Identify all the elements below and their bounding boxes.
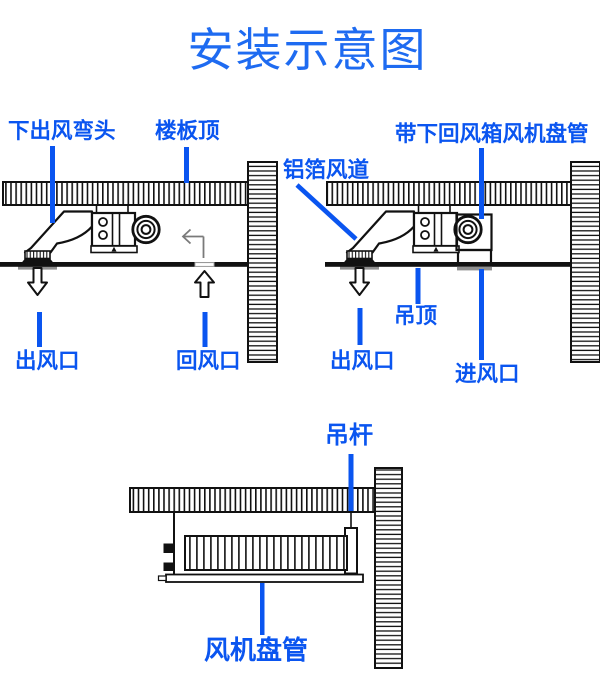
wall-column — [570, 161, 600, 363]
leader-down-outlet-elbow — [50, 146, 55, 223]
leader-aluminum-foil-duct — [295, 183, 358, 241]
wall-column — [247, 161, 278, 363]
leader-suspended-ceiling — [415, 268, 421, 304]
return-grille-gap — [194, 262, 215, 267]
label-air-outlet-left: 出风口 — [15, 349, 80, 373]
page-title: 安装示意图 — [187, 24, 428, 76]
leader-fan-coil-unit — [260, 583, 265, 635]
top-right-diagram — [325, 161, 600, 363]
leader-air-outlet-left — [37, 312, 42, 347]
coil-body — [184, 535, 348, 571]
label-suspended-ceiling: 吊顶 — [394, 304, 438, 328]
label-air-inlet: 进风口 — [455, 362, 520, 386]
leader-air-outlet-right — [357, 308, 363, 345]
label-return-air-inlet: 回风口 — [176, 349, 241, 373]
label-floor-slab-top: 楼板顶 — [155, 119, 220, 143]
pipe-stub — [163, 562, 174, 571]
base-plate — [165, 573, 364, 583]
bottom-diagram — [129, 467, 403, 669]
leader-air-inlet — [479, 269, 484, 360]
up-arrow-icon — [194, 270, 215, 298]
leader-fcu-with-return-box — [479, 148, 484, 219]
label-hanger-rod: 吊杆 — [325, 422, 373, 449]
wall-column — [374, 467, 403, 669]
return-airflow-arrow — [181, 228, 205, 258]
suspended-ceiling-line — [325, 262, 572, 267]
leader-return-air-inlet — [202, 312, 208, 347]
label-down-outlet-elbow: 下出风弯头 — [8, 119, 116, 143]
down-arrow-icon — [349, 267, 370, 296]
fan-box — [455, 213, 493, 252]
fan-coil-unit — [16, 203, 161, 272]
label-fan-coil-unit: 风机盘管 — [204, 635, 309, 665]
leader-hanger-rod — [348, 454, 354, 511]
leader-floor-slab-top — [184, 147, 189, 183]
floor-slab — [2, 181, 249, 206]
leader-lines — [37, 146, 484, 635]
label-air-outlet-right: 出风口 — [330, 349, 395, 373]
return-air-box — [456, 248, 493, 265]
floor-slab — [326, 181, 573, 206]
suspended-ceiling-line — [0, 262, 248, 267]
label-aluminum-foil-duct: 铝箔风道 — [283, 158, 370, 182]
top-left-diagram — [0, 161, 278, 363]
floor-slab — [129, 487, 376, 513]
inlet-grille-shadow — [457, 266, 492, 271]
drain-nub — [157, 575, 167, 582]
down-arrow-icon — [27, 267, 48, 296]
pipe-stub — [163, 543, 174, 553]
label-fcu-with-return-box: 带下回风箱风机盘管 — [395, 122, 589, 146]
